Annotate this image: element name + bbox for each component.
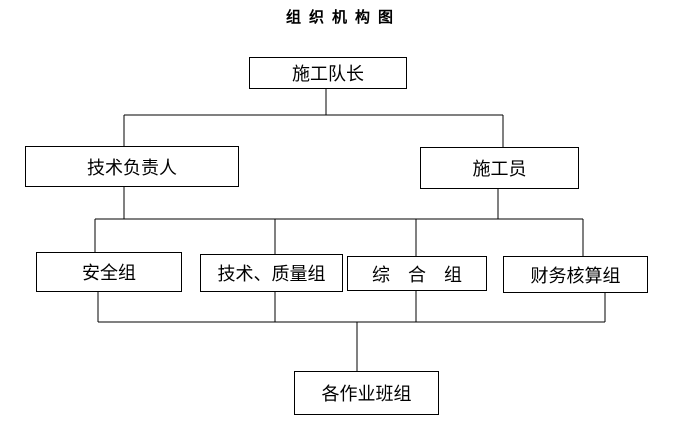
node-finance: 财务核算组 — [503, 256, 648, 293]
node-leader: 施工队长 — [249, 57, 407, 89]
node-crews: 各作业班组 — [294, 371, 439, 415]
node-tech-quality: 技术、质量组 — [200, 254, 343, 292]
node-safety: 安全组 — [36, 252, 182, 292]
chart-title: 组织机构图 — [285, 8, 401, 26]
node-constructor: 施工员 — [420, 147, 579, 189]
node-general: 综 合 组 — [347, 256, 487, 291]
node-tech-lead: 技术负责人 — [25, 146, 239, 187]
